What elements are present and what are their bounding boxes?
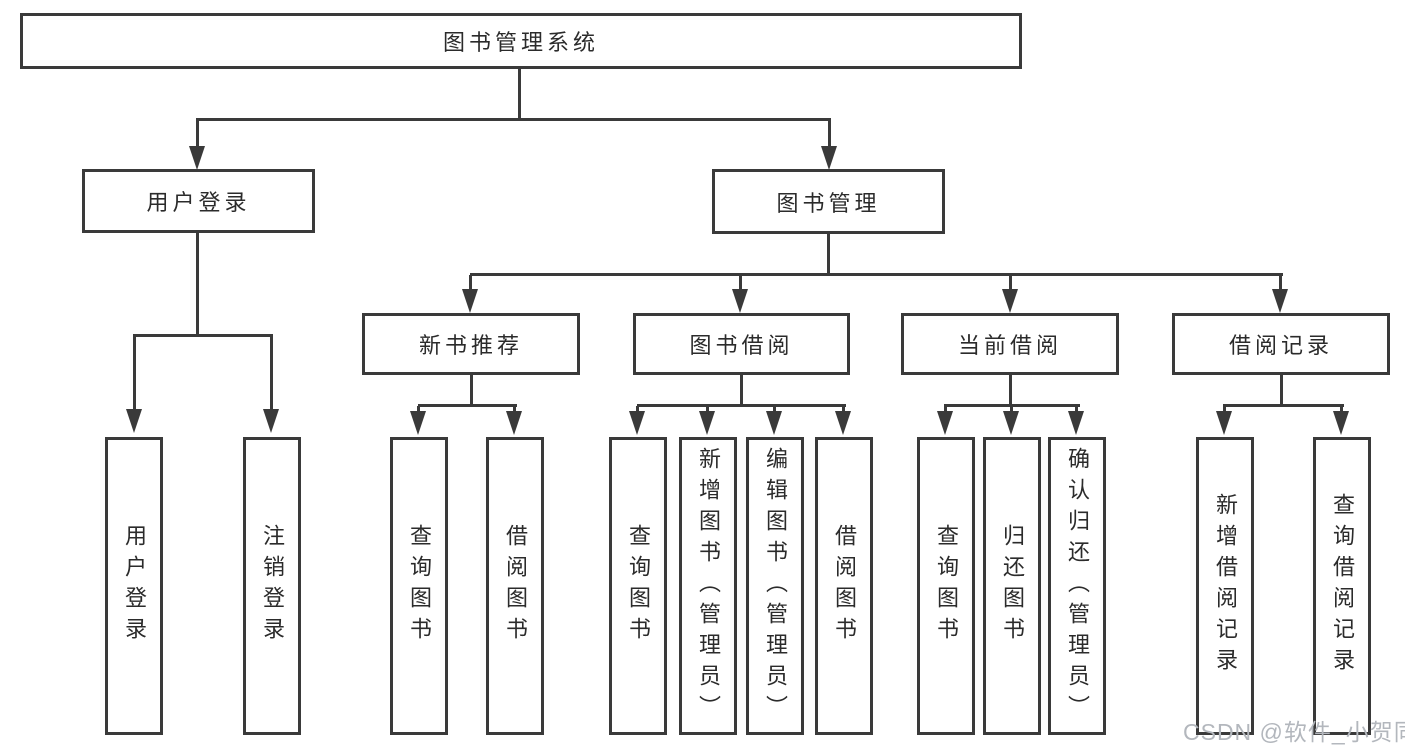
leaf-records-add-record-label: 新增借阅记录 [1213, 493, 1238, 679]
arrow-down-icon [189, 120, 206, 170]
leaf-records-add-record: 新增借阅记录 [1196, 437, 1254, 735]
connector-records-rail [1223, 404, 1344, 407]
connector-new-book-rail [418, 404, 517, 407]
connector-user-login-stem [196, 233, 199, 336]
arrow-down-icon [1216, 406, 1233, 435]
node-user-login: 用户登录 [82, 169, 315, 233]
node-borrow-records: 借阅记录 [1172, 313, 1390, 375]
leaf-newbook-query-books: 查询图书 [390, 437, 448, 735]
node-current-borrow: 当前借阅 [901, 313, 1119, 375]
node-book-management-label: 图书管理 [776, 190, 881, 216]
leaf-current-query-books-label: 查询图书 [934, 524, 959, 648]
arrow-down-icon [263, 336, 280, 433]
arrow-down-icon [126, 336, 143, 433]
connector-book-borrow-stem [740, 374, 743, 406]
csdn-watermark: CSDN @软件_小贺同学 [1183, 719, 1405, 745]
leaf-borrow-add-books-admin-label: 新增图书（管理员） [696, 446, 721, 726]
connector-root-stem [518, 68, 521, 120]
arrow-down-icon [699, 406, 716, 435]
arrow-down-icon [1068, 406, 1085, 435]
arrow-down-icon [1002, 275, 1019, 313]
leaf-current-confirm-return-admin-label: 确认归还（管理员） [1065, 446, 1090, 726]
arrow-down-icon [462, 275, 479, 313]
leaf-current-return-books-label: 归还图书 [1000, 524, 1025, 648]
leaf-records-query-record-label: 查询借阅记录 [1330, 493, 1355, 679]
leaf-newbook-query-books-label: 查询图书 [407, 524, 432, 648]
connector-current-borrow-stem [1009, 375, 1012, 406]
node-new-book-recommend-label: 新书推荐 [418, 333, 523, 358]
leaf-records-query-record: 查询借阅记录 [1313, 437, 1371, 735]
arrow-down-icon [629, 406, 646, 435]
connector-new-book-stem [470, 375, 473, 406]
connector-level3-rail [470, 273, 1283, 276]
leaf-borrow-borrow-books: 借阅图书 [815, 437, 873, 735]
node-root-label: 图书管理系统 [442, 30, 599, 55]
node-current-borrow-label: 当前借阅 [957, 333, 1062, 358]
node-new-book-recommend: 新书推荐 [362, 313, 580, 375]
leaf-newbook-borrow-books-label: 借阅图书 [503, 524, 528, 648]
node-book-management: 图书管理 [712, 169, 945, 234]
leaf-borrow-add-books-admin: 新增图书（管理员） [679, 437, 737, 735]
leaf-logout-login-label: 注销登录 [260, 524, 285, 648]
leaf-current-return-books: 归还图书 [983, 437, 1041, 735]
node-borrow-records-label: 借阅记录 [1228, 333, 1333, 358]
arrow-down-icon [821, 120, 838, 170]
connector-records-stem [1280, 375, 1283, 406]
arrow-down-icon [410, 406, 427, 435]
node-book-borrow-label: 图书借阅 [689, 333, 794, 358]
connector-book-management-stem [827, 234, 830, 276]
arrow-down-icon [506, 406, 523, 435]
node-user-login-label: 用户登录 [146, 190, 251, 215]
arrow-down-icon [766, 406, 783, 435]
leaf-borrow-query-books: 查询图书 [609, 437, 667, 735]
leaf-current-query-books: 查询图书 [917, 437, 975, 735]
arrow-down-icon [732, 275, 749, 313]
leaf-borrow-edit-books-admin: 编辑图书（管理员） [746, 437, 804, 735]
leaf-current-confirm-return-admin: 确认归还（管理员） [1048, 437, 1106, 735]
connector-level2-rail [196, 118, 831, 121]
leaf-borrow-borrow-books-label: 借阅图书 [832, 524, 857, 648]
arrow-down-icon [1333, 406, 1350, 435]
arrow-down-icon [1272, 275, 1289, 313]
leaf-newbook-borrow-books: 借阅图书 [486, 437, 544, 735]
leaf-logout-login: 注销登录 [243, 437, 301, 735]
leaf-borrow-query-books-label: 查询图书 [626, 524, 651, 648]
connector-book-borrow-rail [637, 404, 846, 407]
node-book-borrow: 图书借阅 [633, 313, 850, 375]
node-root: 图书管理系统 [20, 13, 1022, 69]
arrow-down-icon [835, 406, 852, 435]
arrow-down-icon [937, 406, 954, 435]
arrow-down-icon [1003, 406, 1020, 435]
leaf-borrow-edit-books-admin-label: 编辑图书（管理员） [763, 446, 788, 726]
connector-user-login-rail [133, 334, 273, 337]
leaf-user-login: 用户登录 [105, 437, 163, 735]
connector-current-borrow-rail [944, 404, 1080, 407]
leaf-user-login-label: 用户登录 [122, 524, 147, 648]
